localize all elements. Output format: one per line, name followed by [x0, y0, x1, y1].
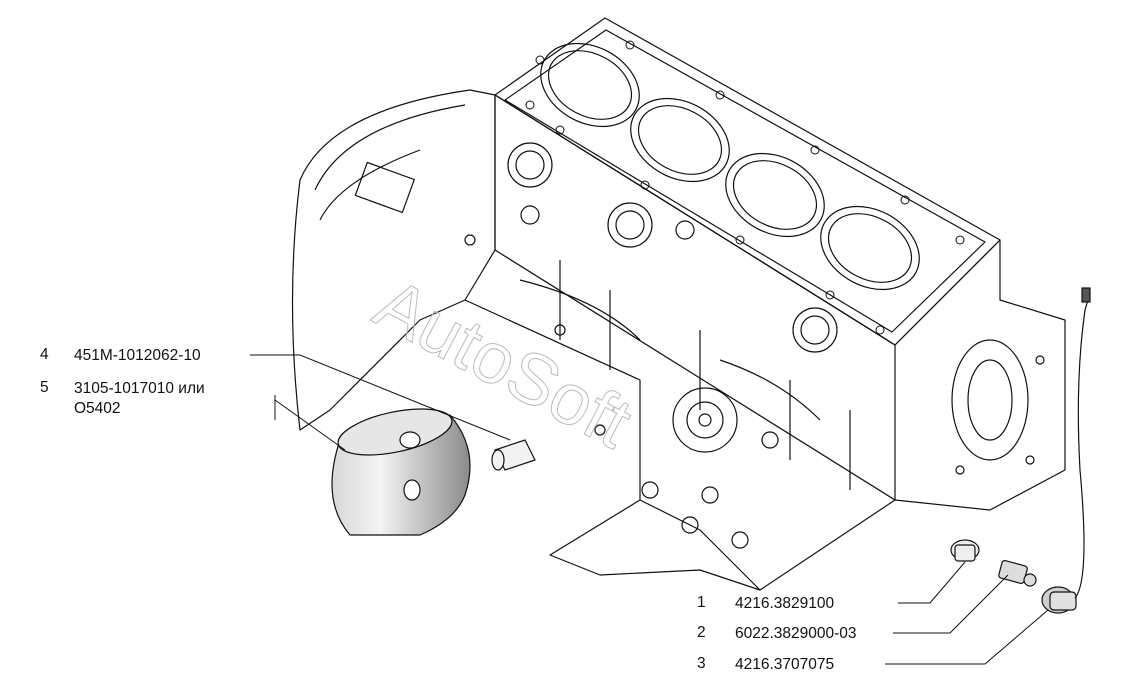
oil-filter-mount: [672, 387, 738, 453]
cylinder-bore-3: [725, 152, 825, 238]
sensor-part-2: [998, 560, 1037, 587]
block-lower-skirt: [464, 299, 896, 591]
callout-3-part: 4216.3707075: [735, 656, 835, 673]
sensor-part-3: [1041, 287, 1091, 614]
cylinder-bore-2: [630, 97, 730, 183]
callout-2-number: 2: [697, 624, 706, 641]
callout-5-part-alt: O5402: [74, 400, 121, 417]
bell-housing: [291, 89, 496, 431]
callout-3-number: 3: [697, 655, 706, 672]
leader-line-2: [893, 574, 1009, 634]
callout-5-part: 3105-1017010 или: [74, 380, 205, 397]
oil-filter: [331, 408, 471, 536]
cylinder-bore-4: [820, 205, 920, 291]
leader-line-1: [898, 561, 966, 604]
callout-1-part: 4216.3829100: [735, 595, 835, 612]
callout-4-part: 451М-1012062-10: [74, 347, 201, 364]
sensor-part-1: [950, 539, 980, 562]
callout-1-number: 1: [697, 594, 706, 611]
leader-line-5: [274, 395, 346, 451]
callout-2-part: 6022.3829000-03: [735, 625, 857, 642]
leader-line-4: [250, 354, 511, 441]
leader-line-3: [885, 609, 1049, 665]
oil-fitting: [491, 439, 536, 471]
callout-5-number: 5: [40, 379, 49, 396]
callout-4-number: 4: [40, 346, 49, 363]
